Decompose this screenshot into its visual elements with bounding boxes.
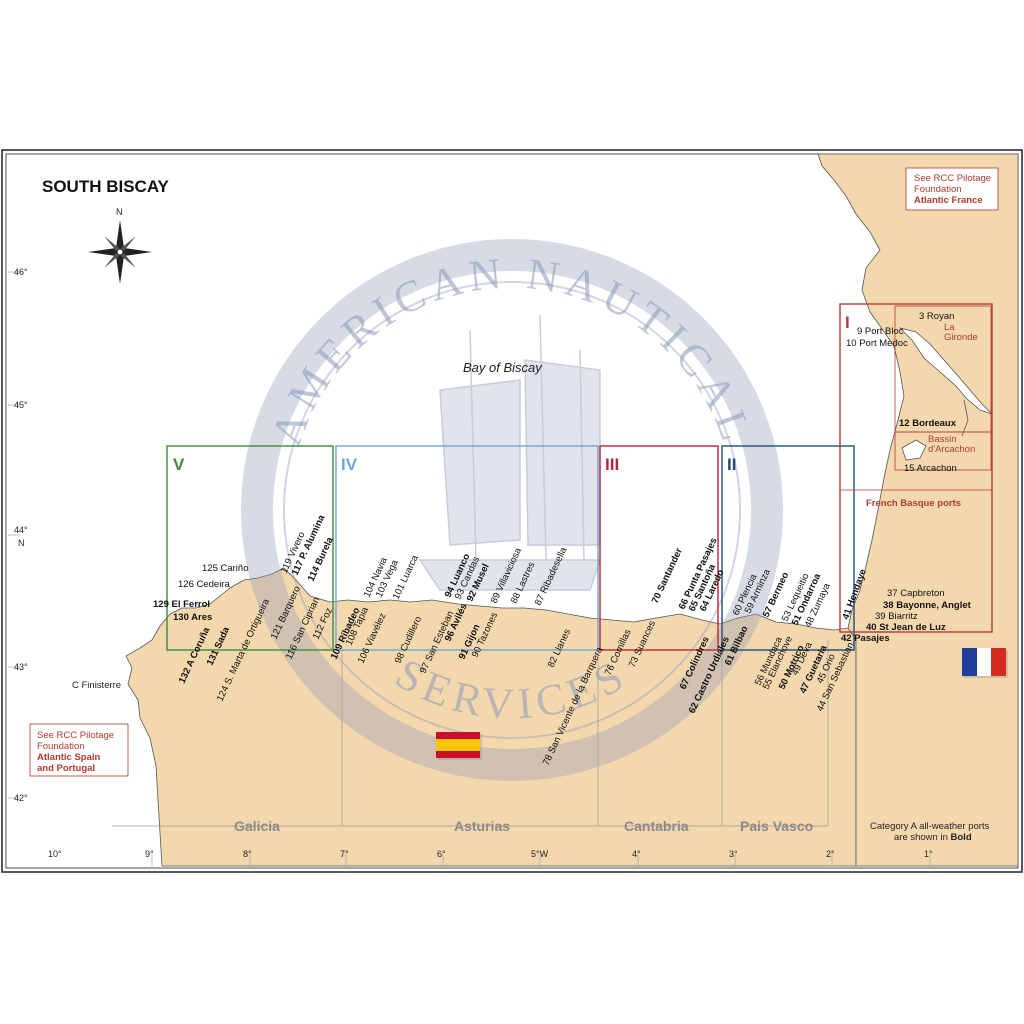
panel-IV-label: IV [341, 455, 358, 474]
legend-line2: are shown in Bold [894, 832, 972, 843]
lon-3: 3° [729, 849, 738, 859]
region-asturias: Asturias [454, 818, 510, 834]
lat-44: 44° [14, 525, 28, 535]
panel-IV-box [335, 445, 599, 651]
region-pais-vasco: Pais Vasco [740, 818, 813, 834]
lat-45: 45° [14, 400, 28, 410]
ports-galicia: 125 Cariño 126 Cedeira 129 El Ferrol 130… [153, 563, 248, 623]
arcachon-basin-line1: Bassin [928, 434, 957, 445]
lon-6: 6° [437, 849, 446, 859]
graticule [8, 271, 931, 866]
lon-4: 4° [632, 849, 641, 859]
svg-text:and Portugal: and Portugal [37, 763, 95, 774]
legend-line2-text: are shown in [894, 832, 948, 843]
lon-5W: 5°W [531, 849, 549, 859]
svg-text:See RCC Pilotage: See RCC Pilotage [914, 173, 991, 184]
lon-10: 10° [48, 849, 62, 859]
arcachon-basin-line2: d'Arcachon [928, 444, 975, 455]
rcc-spain-note: See RCC Pilotage Foundation Atlantic Spa… [29, 723, 129, 777]
panel-II-box [721, 445, 855, 651]
svg-text:Atlantic France: Atlantic France [914, 195, 983, 206]
panel-III-label: III [605, 455, 619, 474]
port-bordeaux: 12 Bordeaux [899, 418, 957, 429]
svg-text:Foundation: Foundation [914, 184, 962, 195]
port-st-jean-de-luz: 40 St Jean de Luz [866, 622, 946, 633]
la-gironde-line1: La [944, 322, 955, 333]
panel-III-box [599, 445, 719, 651]
lon-9: 9° [145, 849, 154, 859]
region-cantabria: Cantabria [624, 818, 689, 834]
port-biarritz: 39 Biarritz [875, 611, 918, 622]
region-dividers [112, 640, 829, 827]
panel-V-label: V [173, 455, 185, 474]
france-landmass [817, 153, 1019, 867]
spain-landmass [125, 567, 857, 867]
port-bloc: 9 Port Bloc [857, 326, 904, 337]
legend-bold-word: Bold [951, 832, 972, 843]
panel-I-box [839, 303, 993, 633]
compass-rose-icon [88, 220, 152, 284]
french-basque-label: French Basque ports [866, 498, 961, 509]
svg-text:See RCC Pilotage: See RCC Pilotage [37, 730, 114, 741]
lat-N: N [18, 538, 25, 548]
port-royan: 3 Royan [919, 311, 954, 322]
arcachon-basin [901, 439, 927, 461]
lat-43: 43° [14, 662, 28, 672]
sea-label: Bay of Biscay [463, 360, 543, 375]
bordeaux-river [961, 399, 969, 437]
port-pasajes: 42 Pasajes [841, 633, 890, 644]
lon-1: 1° [924, 849, 933, 859]
svg-text:Foundation: Foundation [37, 741, 85, 752]
la-gironde-line2: Gironde [944, 332, 978, 343]
port-bayonne: 38 Bayonne, Anglet [883, 600, 972, 611]
port-ares: 130 Ares [173, 612, 212, 623]
cape-finisterre-label: C Finisterre [72, 680, 121, 691]
lon-7: 7° [340, 849, 349, 859]
map-title: SOUTH BISCAY [42, 177, 170, 196]
ship-silhouette [418, 314, 602, 591]
legend-line1: Category A all-weather ports [870, 821, 990, 832]
compass-north-label: N [116, 207, 123, 217]
svg-text:Atlantic Spain: Atlantic Spain [37, 752, 101, 763]
port-arcachon: 15 Arcachon [904, 463, 957, 474]
port-carino: 125 Cariño [202, 563, 248, 574]
port-el-ferrol: 129 El Ferrol [153, 599, 210, 610]
port-medoc: 10 Port Medoc [846, 338, 908, 349]
region-galicia: Galicia [234, 818, 280, 834]
france-flag [962, 648, 1008, 678]
spain-flag [436, 732, 482, 760]
rcc-france-note: See RCC Pilotage Foundation Atlantic Fra… [905, 167, 999, 211]
lon-8: 8° [243, 849, 252, 859]
panel-I-inset-box-2 [894, 431, 992, 471]
port-capbreton: 37 Capbreton [887, 588, 945, 599]
lat-42: 42° [14, 793, 28, 803]
port-cedeira: 126 Cedeira [178, 579, 230, 590]
panel-II-label: II [727, 455, 736, 474]
panel-V-box [166, 445, 334, 651]
lon-2: 2° [826, 849, 835, 859]
lat-46: 46° [14, 267, 28, 277]
panel-I-label: I [845, 313, 850, 332]
